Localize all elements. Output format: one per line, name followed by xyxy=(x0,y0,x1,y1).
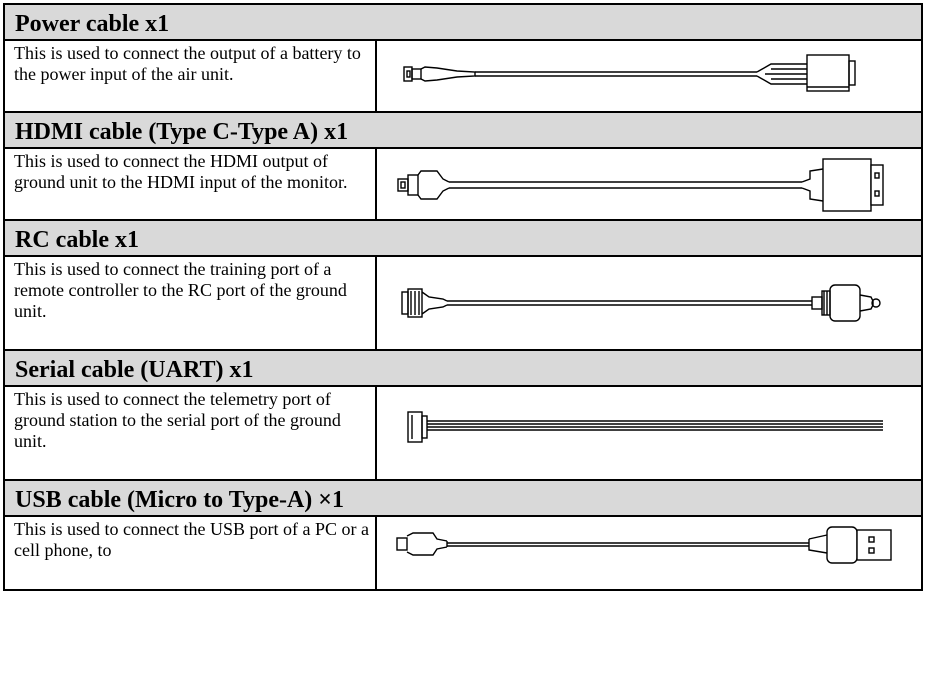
section-row-serial-cable: This is used to connect the telemetry po… xyxy=(5,387,921,481)
rc-cable-icon xyxy=(401,284,881,322)
usb-cable-image xyxy=(377,517,921,589)
section-row-hdmi-cable: This is used to connect the HDMI output … xyxy=(5,149,921,221)
section-description-power-cable: This is used to connect the output of a … xyxy=(5,41,377,111)
serial-cable-image xyxy=(377,387,921,479)
power-cable-image xyxy=(377,41,921,111)
section-title-serial-cable: Serial cable (UART) x1 xyxy=(5,351,921,387)
section-description-serial-cable: This is used to connect the telemetry po… xyxy=(5,387,377,479)
section-title-rc-cable: RC cable x1 xyxy=(5,221,921,257)
usb-cable-icon xyxy=(396,526,892,564)
section-row-power-cable: This is used to connect the output of a … xyxy=(5,41,921,113)
section-description-rc-cable: This is used to connect the training por… xyxy=(5,257,377,349)
cable-table: Power cable x1 This is used to connect t… xyxy=(3,3,923,591)
power-cable-icon xyxy=(403,54,856,92)
section-title-hdmi-cable: HDMI cable (Type C-Type A) x1 xyxy=(5,113,921,149)
hdmi-cable-icon xyxy=(397,158,884,212)
rc-cable-image xyxy=(377,257,921,349)
section-row-usb-cable: This is used to connect the USB port of … xyxy=(5,517,921,589)
hdmi-cable-image xyxy=(377,149,921,219)
section-title-power-cable: Power cable x1 xyxy=(5,5,921,41)
section-description-hdmi-cable: This is used to connect the HDMI output … xyxy=(5,149,377,219)
section-row-rc-cable: This is used to connect the training por… xyxy=(5,257,921,351)
section-title-usb-cable: USB cable (Micro to Type-A) ×1 xyxy=(5,481,921,517)
section-description-usb-cable: This is used to connect the USB port of … xyxy=(5,517,377,589)
serial-cable-icon xyxy=(407,411,883,443)
